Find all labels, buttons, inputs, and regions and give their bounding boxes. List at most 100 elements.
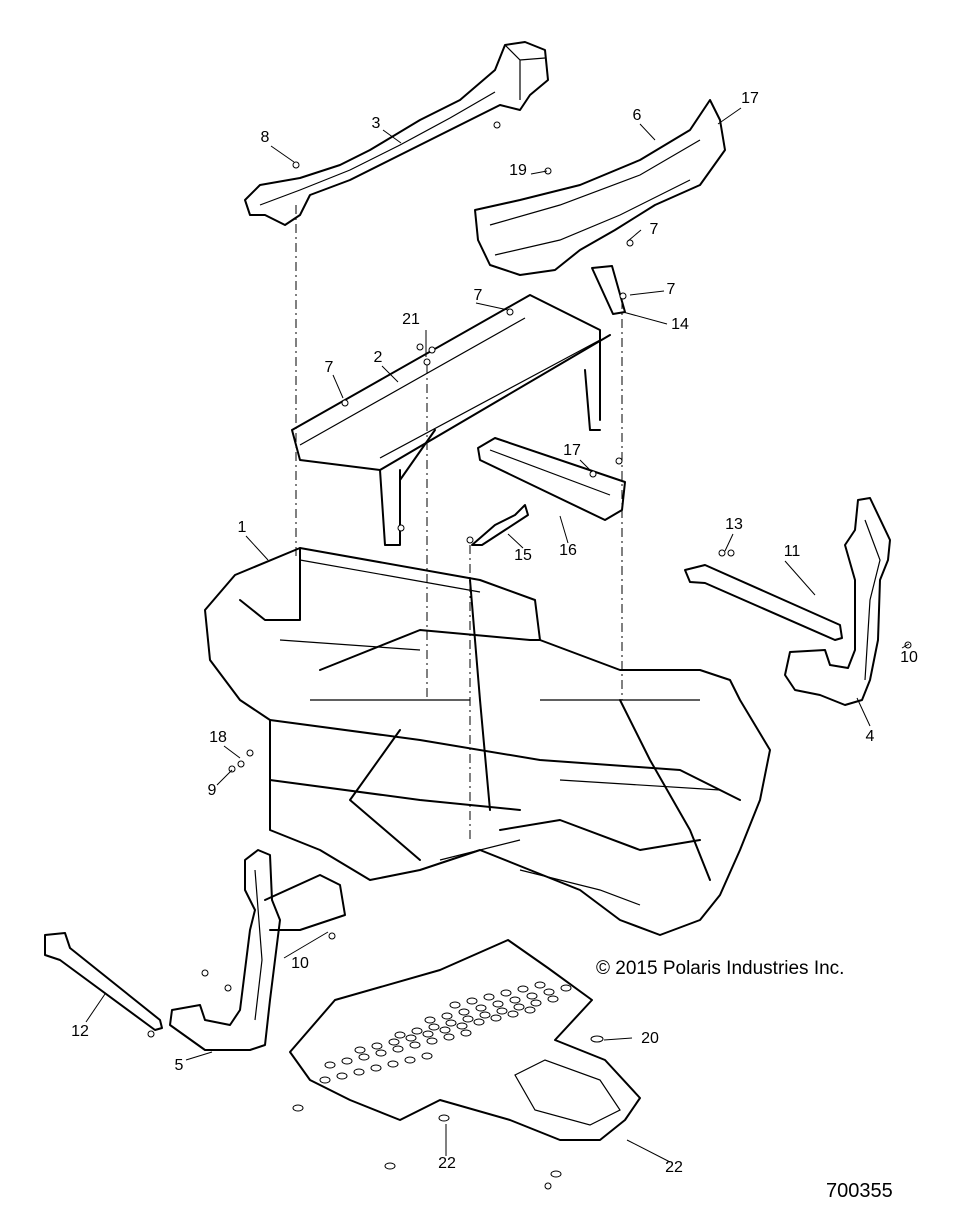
rops-leg-right [784, 497, 912, 706]
perforation-hole [462, 1015, 474, 1023]
perforation-hole [422, 1030, 434, 1038]
rops-leg-left [169, 849, 346, 1051]
callout-7-cargo-left: 7 [324, 359, 334, 376]
perforation-hole [458, 1008, 470, 1016]
perforation-hole [358, 1053, 370, 1061]
callout-16: 16 [559, 542, 577, 559]
perforation-hole [560, 984, 572, 992]
callout-18: 18 [209, 729, 227, 746]
perforation-hole [411, 1027, 423, 1035]
loose-fasteners [292, 343, 604, 1190]
perforation-hole [319, 1076, 331, 1084]
callout-17-panel: 17 [741, 90, 759, 107]
perforation-hole [460, 1029, 472, 1037]
callout-17-tray: 17 [563, 442, 581, 459]
callout-14: 14 [671, 316, 689, 333]
perforation-hole [371, 1042, 383, 1050]
perforation-hole [492, 1000, 504, 1008]
callout-22-hardware: 22 [438, 1155, 456, 1172]
small-bracket [591, 265, 626, 315]
perforation-hole [496, 1007, 508, 1015]
perforation-hole [394, 1031, 406, 1039]
callout-15: 15 [514, 547, 532, 564]
perforation-hole [479, 1011, 491, 1019]
perforation-hole [466, 997, 478, 1005]
perforation-hole [439, 1026, 451, 1034]
alignment-lines [295, 205, 623, 840]
perforation-hole [443, 1033, 455, 1041]
cargo-box-frame [291, 294, 611, 546]
perforation-hole [375, 1049, 387, 1057]
perforation-hole [543, 988, 555, 996]
perforation-hole [404, 1056, 416, 1064]
perforation-hole [500, 989, 512, 997]
perforation-hole [341, 1057, 353, 1065]
callout-9: 9 [207, 782, 217, 799]
callout-22-plate: 22 [665, 1159, 683, 1176]
callout-2: 2 [373, 349, 383, 366]
perforation-hole [354, 1046, 366, 1054]
perforation-hole [547, 995, 559, 1003]
perforation-hole [530, 999, 542, 1007]
perforation-hole [456, 1022, 468, 1030]
callout-10-left: 10 [291, 955, 309, 972]
callout-1: 1 [237, 519, 247, 536]
perforation-hole [424, 1016, 436, 1024]
copyright-notice: © 2015 Polaris Industries Inc. [596, 958, 845, 979]
callout-7-panel: 7 [649, 221, 659, 238]
callout-19: 19 [509, 162, 527, 179]
skid-plate [289, 939, 641, 1141]
perforation-hole [445, 1019, 457, 1027]
perforation-hole [507, 1010, 519, 1018]
side-rail-left [44, 932, 163, 1038]
gusset-bracket [471, 504, 529, 546]
perforation-hole [324, 1061, 336, 1069]
perforation-hole [534, 981, 546, 989]
floor-tray [477, 437, 626, 521]
perforation-hole [526, 992, 538, 1000]
perforation-hole [475, 1004, 487, 1012]
perforation-hole [517, 985, 529, 993]
leader-lines [85, 107, 910, 1163]
callout-3: 3 [371, 115, 381, 132]
callout-7-bracket: 7 [666, 281, 676, 298]
perforation-hole [370, 1064, 382, 1072]
perforation-hole [449, 1001, 461, 1009]
callout-5: 5 [174, 1057, 184, 1074]
perforation-hole [441, 1012, 453, 1020]
callout-11: 11 [783, 543, 801, 560]
perforation-hole [428, 1023, 440, 1031]
upper-cab-panel [474, 99, 726, 276]
callout-7-cargo-top: 7 [473, 287, 483, 304]
perforation-hole [387, 1060, 399, 1068]
callout-8: 8 [260, 129, 270, 146]
rear-cross-beam [244, 41, 549, 226]
perforation-hole [509, 996, 521, 1004]
perforation-hole [426, 1037, 438, 1045]
callout-13: 13 [725, 516, 743, 533]
perforation-hole [421, 1052, 433, 1060]
callout-4: 4 [865, 728, 875, 745]
callout-10-right: 10 [900, 649, 918, 666]
perforation-hole [473, 1018, 485, 1026]
perforation-hole [513, 1003, 525, 1011]
skid-plate-holes [319, 981, 572, 1084]
side-rail-right [684, 549, 843, 641]
perforation-hole [353, 1068, 365, 1076]
main-frame [204, 547, 771, 936]
perforation-hole [392, 1045, 404, 1053]
callout-6: 6 [632, 107, 642, 124]
perforation-hole [490, 1014, 502, 1022]
callout-21: 21 [402, 311, 420, 328]
perforation-hole [409, 1041, 421, 1049]
callout-20: 20 [641, 1030, 659, 1047]
perforation-hole [336, 1072, 348, 1080]
perforation-hole [483, 993, 495, 1001]
perforation-hole [405, 1034, 417, 1042]
figure-number: 700355 [826, 1180, 893, 1202]
perforation-hole [524, 1006, 536, 1014]
perforation-hole [388, 1038, 400, 1046]
callout-12: 12 [71, 1023, 89, 1040]
